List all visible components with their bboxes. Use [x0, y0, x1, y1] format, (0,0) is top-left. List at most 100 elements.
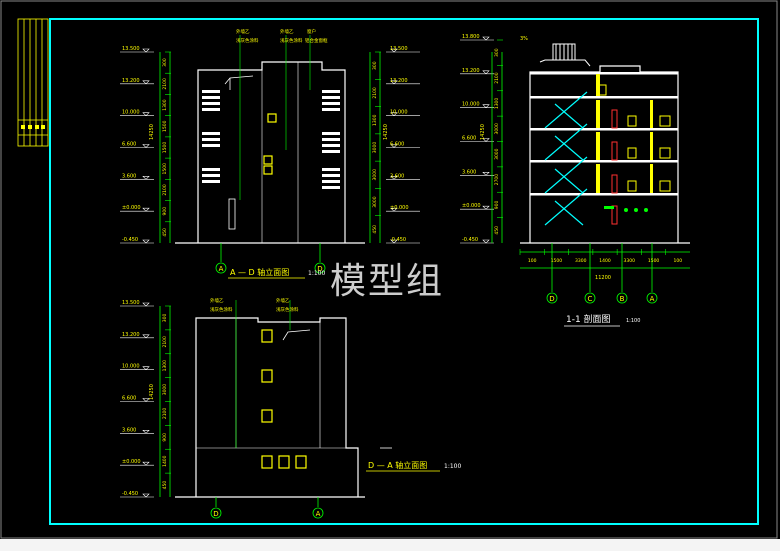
e1-note-4: 浅灰色涂料 — [280, 37, 303, 44]
e2-level: ±0.000 — [120, 459, 154, 466]
e1-left-level-label: ±0.000 — [122, 205, 141, 211]
e1-right-level-label: 10.000 — [390, 110, 408, 116]
e1-right-dim-label: 300 — [372, 61, 378, 70]
s-scale: 1:100 — [626, 318, 640, 324]
section-1-1: 13.800 13.200 10.000 6.600 3.600 ±0.000 -0.450 — [460, 34, 690, 327]
e2-axis-right: A — [316, 510, 321, 518]
s-dim-label: 3000 — [494, 148, 500, 160]
bottom-strip — [0, 539, 780, 551]
e1-axis-left: A — [219, 265, 224, 273]
s-dim-label: 2100 — [494, 72, 500, 84]
e1-left-dim-label: 1500 — [162, 142, 168, 154]
e1-right-dim-label: 1300 — [372, 114, 378, 126]
e2-level: 13.200 — [120, 332, 154, 339]
e1-left-level: 13.200 — [120, 78, 154, 85]
e1-left-level: 6.600 — [120, 142, 154, 148]
s-bottom-total: 11200 — [595, 275, 611, 281]
e1-left-dim-label: 1500 — [162, 163, 168, 175]
e2-note-3: 外墙乙 — [276, 297, 290, 304]
e2-level: -0.450 — [120, 491, 154, 498]
e2-note-4: 浅灰色涂料 — [276, 306, 299, 313]
e2-level-marks: 13.500 13.200 10.000 6.600 3.600 ±0.000 -0.450 — [120, 300, 154, 498]
e1-right-level: 13.500 — [386, 46, 420, 53]
s-dim-label: 900 — [494, 201, 500, 210]
e1-right-level-label: 3.600 — [390, 173, 404, 179]
title-strip-marks — [21, 125, 45, 129]
e1-level-marks-right: 13.500 13.200 10.000 6.600 3.600 ±0.000 -0.450 — [386, 46, 420, 244]
e1-left-dim-label: 450 — [162, 228, 168, 237]
s-dim-label: 300 — [494, 48, 500, 57]
e2-dim-label: 300 — [162, 314, 168, 323]
s-level-label: ±0.000 — [462, 203, 481, 209]
s-level: 10.000 — [460, 102, 494, 108]
s-level: 3.600 — [460, 169, 494, 176]
s-level-label: -0.450 — [462, 237, 478, 243]
e1-right-dim-label: 2100 — [372, 87, 378, 99]
e1-scale: 1:100 — [308, 270, 325, 277]
e2-title: D — A 轴立面图 — [368, 460, 427, 470]
e2-dim-label: 1400 — [162, 455, 168, 467]
e2-scale: 1:100 — [444, 463, 461, 470]
s-level: 6.600 — [460, 136, 494, 142]
e1-left-level: -0.450 — [120, 237, 154, 244]
s-level-marks: 13.800 13.200 10.000 6.600 3.600 ±0.000 -0.450 — [460, 34, 494, 244]
e2-level: 6.600 — [120, 396, 154, 402]
s-total: 14250 — [480, 124, 486, 140]
s-dim-label: 3000 — [494, 123, 500, 135]
e2-level-label: -0.450 — [122, 491, 138, 497]
e2-dim-label: 900 — [162, 433, 168, 442]
e1-right-dim-label: 450 — [372, 225, 378, 234]
e2-total: 14250 — [149, 384, 155, 400]
e2-level-label: 13.200 — [122, 332, 140, 338]
e1-note-2: 浅灰色涂料 — [236, 37, 259, 44]
e1-right-level-label: ±0.000 — [390, 205, 409, 211]
e2-level-label: ±0.000 — [122, 459, 141, 465]
e1-right-level-label: 13.500 — [390, 46, 408, 52]
elevation-2: 13.500 13.200 10.000 6.600 3.600 ±0.000 -0.450 — [120, 297, 461, 519]
e1-right-level: 6.600 — [386, 142, 420, 148]
e2-level-label: 10.000 — [122, 364, 140, 370]
e1-note-3: 外墙乙 — [280, 28, 294, 35]
s-bottom-dim-label: 3300 — [624, 258, 636, 264]
e2-level-label: 3.600 — [122, 427, 136, 433]
s-axis-2: C — [588, 295, 593, 303]
e1-title: A — D 轴立面图 — [230, 267, 289, 277]
s-level-label: 13.800 — [462, 34, 480, 40]
s-bottom-dim-label: 1400 — [599, 258, 611, 264]
e1-right-level-label: -0.450 — [390, 237, 406, 243]
e1-left-dim-label: 1300 — [162, 99, 168, 111]
s-level-label: 6.600 — [462, 136, 476, 142]
e1-axis-right: D — [317, 265, 322, 273]
e1-right-level-label: 13.200 — [390, 78, 408, 84]
e1-left-level-label: 10.000 — [122, 110, 140, 116]
s-axis-3: B — [620, 295, 625, 303]
e2-dim-label: 3000 — [162, 384, 168, 396]
e1-right-level-label: 6.600 — [390, 142, 404, 148]
e1-right-level: 3.600 — [386, 173, 420, 180]
s-bottom-dim-label: 100 — [674, 258, 683, 264]
e2-note-2: 浅灰色涂料 — [210, 306, 233, 313]
s-bottom-dim-label: 1500 — [551, 258, 563, 264]
s-bottom-dim-label: 100 — [528, 258, 537, 264]
e2-level: 3.600 — [120, 427, 154, 434]
e1-left-dim-label: 2100 — [162, 184, 168, 196]
s-level: 13.200 — [460, 68, 494, 75]
e1-left-dim-label: 300 — [162, 58, 168, 67]
e1-left-level-label: -0.450 — [122, 237, 138, 243]
e2-dim-label: 450 — [162, 481, 168, 490]
e2-axis-left: D — [213, 510, 218, 518]
e1-left-level: 13.500 — [120, 46, 154, 53]
e2-level: 13.500 — [120, 300, 154, 307]
e1-right-dim-label: 3000 — [372, 142, 378, 154]
elevation-1: 13.500 13.200 10.000 6.600 3.600 ±0.000 -0.450… — [120, 28, 420, 279]
e1-left-level: ±0.000 — [120, 205, 154, 212]
title-strip — [17, 18, 49, 147]
e1-left-dim-label: 1500 — [162, 120, 168, 132]
s-axis-1: D — [549, 295, 554, 303]
